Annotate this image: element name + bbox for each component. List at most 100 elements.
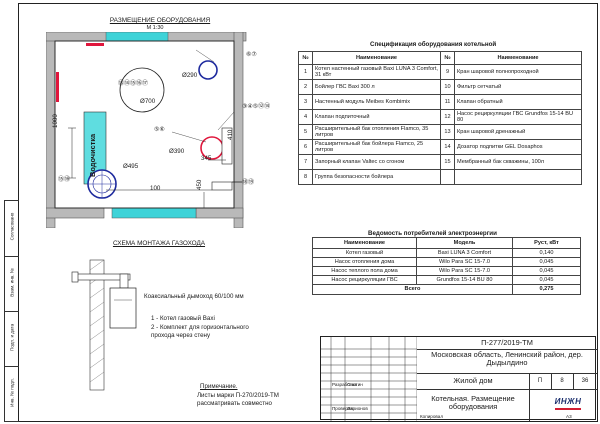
spec-col-no-2: № bbox=[440, 51, 455, 65]
spec-cell: 11 bbox=[440, 94, 455, 110]
gas-note-2b: прохода через стену bbox=[151, 332, 211, 339]
plan-scale: М 1:30 bbox=[146, 25, 164, 31]
spec-table: № Наименование № Наименование 1 Котел на… bbox=[298, 51, 582, 185]
inner-wall bbox=[54, 40, 235, 209]
power-col-power: Руст, кВт bbox=[512, 237, 581, 249]
power-title: Ведомость потребителей электроэнергии bbox=[368, 230, 497, 237]
chimney-label: Коаксиальный дымоход 60/100 мм bbox=[144, 293, 244, 300]
spec-cell: 8 bbox=[298, 169, 313, 185]
spec-cell: 12 bbox=[440, 109, 455, 125]
spec-title: Спецификация оборудования котельной bbox=[370, 41, 497, 48]
remark-line-2: рассматривать совместно bbox=[197, 400, 272, 407]
power-cell: 0,140 bbox=[512, 248, 581, 258]
water-treatment-label: Водочистка bbox=[88, 133, 97, 177]
spec-cell: Расширительный бак отопления Flamco, 35 … bbox=[312, 124, 441, 140]
floor-plan bbox=[46, 32, 247, 228]
power-cell: 0,045 bbox=[512, 266, 581, 276]
spec-cell: 6 bbox=[298, 139, 313, 155]
power-cell: 0,045 bbox=[512, 257, 581, 267]
spec-cell bbox=[440, 169, 455, 185]
wall-module bbox=[221, 127, 233, 165]
window-bottom bbox=[111, 207, 197, 219]
project-location: Московская область, Ленинский район, дер… bbox=[431, 350, 583, 368]
power-cell: Wilo Para SC 15-7.0 bbox=[416, 257, 513, 267]
gas-title: СХЕМА МОНТАЖА ГАЗОХОДА bbox=[112, 240, 206, 247]
company-logo: ИНЖН bbox=[553, 397, 583, 410]
pipe-rack-left bbox=[56, 72, 59, 102]
valve-group bbox=[211, 181, 233, 191]
margin-stamp: Согласовано Взам. инв. № Подп. и дата Ин… bbox=[4, 200, 19, 422]
sheet-number: 8 bbox=[560, 378, 564, 384]
gas-note-2a: 2 - Комплект для горизонтального bbox=[151, 324, 249, 331]
checker-name: Ларионов bbox=[347, 406, 368, 411]
spec-cell: Запорный клапан Valtec со сгоном bbox=[312, 154, 441, 170]
dim-d410: 410 bbox=[227, 129, 234, 140]
dim-d495: Ø495 bbox=[123, 163, 139, 170]
wall-right bbox=[233, 32, 244, 228]
power-cell: 0,045 bbox=[512, 275, 581, 285]
logo-text: ИНЖН bbox=[554, 397, 582, 406]
spec-col-name-2: Наименование bbox=[454, 51, 582, 65]
dim-d700: Ø700 bbox=[140, 98, 156, 105]
spec-cell: 4 bbox=[298, 109, 313, 125]
margin-label-3: Подп. и дата bbox=[9, 323, 15, 352]
copied-label: Копировал bbox=[420, 414, 444, 419]
spec-cell: Фильтр сетчатый bbox=[454, 79, 582, 95]
spec-cell: Бойлер ГВС Baxi 300 л bbox=[312, 79, 441, 95]
spec-cell: Клапан подпиточный bbox=[312, 109, 441, 125]
callout-2: ⑬⑭⑮⑯⑰ bbox=[118, 81, 149, 87]
stage: П bbox=[537, 378, 543, 384]
power-col-name: Наименование bbox=[312, 237, 417, 249]
spec-cell: 14 bbox=[440, 139, 455, 155]
dim-d450: 450 bbox=[196, 179, 203, 190]
callout-1: ⑥⑦ bbox=[246, 52, 257, 58]
power-cell: Baxi LUNA 3 Comfort bbox=[416, 248, 513, 258]
title-block: Разработал Смагин Проверил Ларионов П-27… bbox=[320, 336, 597, 421]
checker-label: Проверил bbox=[332, 406, 354, 411]
spec-cell: Кран шаровой дренажный bbox=[454, 124, 582, 140]
boiler-700 bbox=[119, 67, 165, 113]
power-cell: Насос теплого пола дома bbox=[312, 266, 417, 276]
flue-schematic bbox=[71, 259, 137, 391]
developer-label: Разработал bbox=[332, 382, 358, 387]
spec-cell bbox=[454, 169, 582, 185]
spec-cell: 13 bbox=[440, 124, 455, 140]
dim-d100: 100 bbox=[150, 185, 161, 192]
spec-cell: Группа безопасности бойлера bbox=[312, 169, 441, 185]
spec-cell: Настенный модуль Meibes Kombimix bbox=[312, 94, 441, 110]
spec-cell: Мембранный бак скважины, 100л bbox=[454, 154, 582, 170]
dim-d390: Ø390 bbox=[169, 148, 185, 155]
power-cell: Grundfos 15-14 BU 80 bbox=[416, 275, 513, 285]
margin-label-4: Инв. № подл. bbox=[9, 378, 15, 407]
expansion-tank-290 bbox=[198, 60, 218, 80]
spec-cell: 2 bbox=[298, 79, 313, 95]
spec-cell: Насос рециркуляции ГВС Grundfos 15-14 BU… bbox=[454, 109, 582, 125]
sheet-frame bbox=[18, 3, 598, 422]
wall-bottom-left bbox=[46, 207, 105, 219]
power-col-model: Модель bbox=[416, 237, 513, 249]
wall-left bbox=[46, 32, 56, 228]
callout-4: ⑤⑥ bbox=[154, 127, 165, 133]
spec-cell: 1 bbox=[298, 64, 313, 80]
spec-cell: 9 bbox=[440, 64, 455, 80]
spec-col-name-1: Наименование bbox=[312, 51, 441, 65]
spec-cell: Расширительный бак бойлера Flamco, 25 ли… bbox=[312, 139, 441, 155]
remark-line-1: Листы марки П-270/2019-ТМ bbox=[197, 392, 279, 399]
wall-bottom-right bbox=[195, 207, 244, 219]
callout-6: ⑱⑲ bbox=[242, 180, 255, 186]
callout-5: ⑮⑯ bbox=[58, 177, 71, 183]
power-cell: Wilo Para SC 15-7.0 bbox=[416, 266, 513, 276]
format-label: А3 bbox=[566, 414, 572, 419]
spec-col-no-1: № bbox=[298, 51, 313, 65]
spec-cell: 15 bbox=[440, 154, 455, 170]
project-code: П-277/2019-ТМ bbox=[481, 338, 533, 347]
margin-label-2: Взам. инв. № bbox=[9, 268, 15, 297]
sheet-title: Котельная. Размещение оборудования bbox=[431, 394, 515, 412]
dim-d1000: 1000 bbox=[52, 114, 59, 128]
spec-cell: Дозатор подпитки GEL Dosaphos bbox=[454, 139, 582, 155]
developer-name: Смагин bbox=[347, 382, 363, 387]
object-name: Жилой дом bbox=[453, 376, 493, 385]
spec-cell: 10 bbox=[440, 79, 455, 95]
power-table: Наименование Модель Руст, кВт Котел газо… bbox=[312, 237, 581, 295]
power-total-label: Всего bbox=[312, 284, 513, 295]
